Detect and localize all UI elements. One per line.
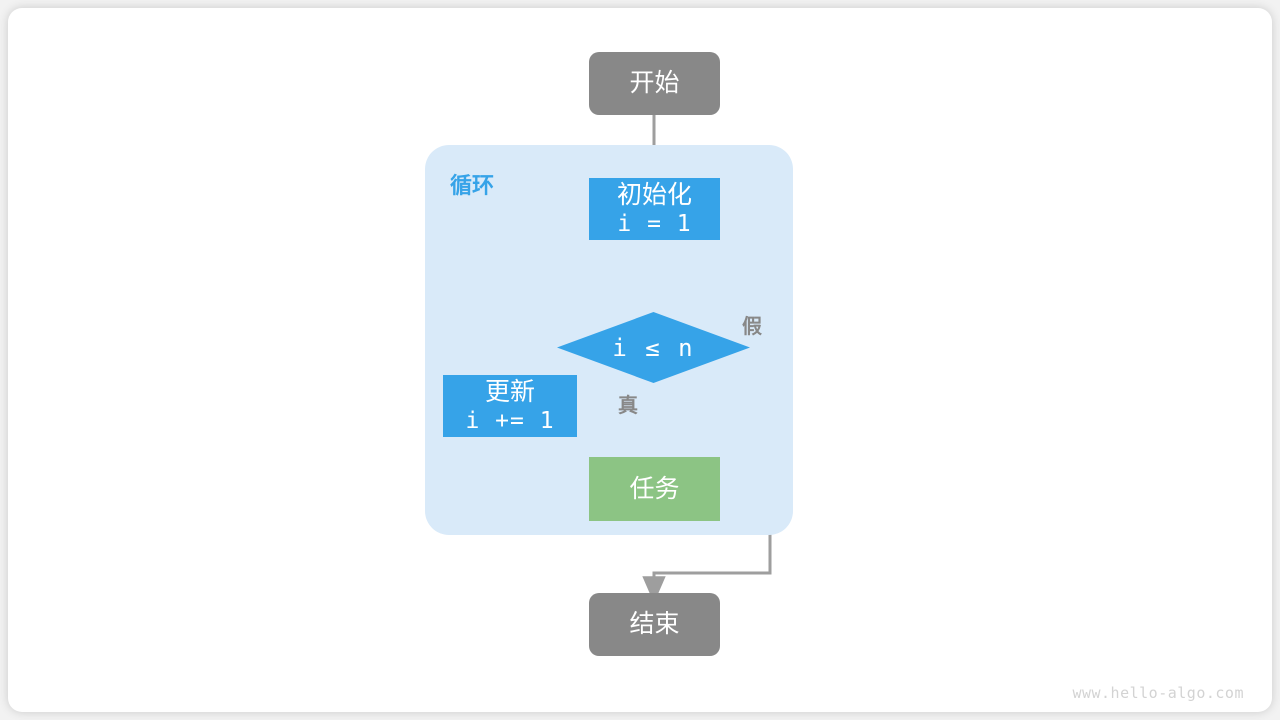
- node-update-line1: 更新: [484, 377, 535, 406]
- node-condition[interactable]: i ≤ n: [557, 312, 750, 383]
- edge-label-true: 真: [618, 395, 638, 417]
- node-condition-label: i ≤ n: [612, 333, 695, 362]
- node-task-label: 任务: [629, 474, 680, 503]
- watermark: www.hello-algo.com: [1072, 684, 1244, 702]
- edge-label-false: 假: [742, 316, 762, 338]
- node-end[interactable]: 结束: [589, 593, 720, 656]
- node-init[interactable]: 初始化 i = 1: [589, 178, 720, 240]
- node-update[interactable]: 更新 i += 1: [443, 375, 577, 437]
- node-update-line2: i += 1: [465, 408, 555, 435]
- loop-container-label: 循环: [450, 173, 495, 198]
- node-start[interactable]: 开始: [589, 52, 720, 115]
- node-init-line1: 初始化: [616, 180, 692, 209]
- node-task[interactable]: 任务: [589, 457, 720, 521]
- node-end-label: 结束: [629, 610, 680, 639]
- diamond-shape: [557, 312, 750, 383]
- node-start-label: 开始: [629, 69, 680, 98]
- node-init-line2: i = 1: [617, 211, 692, 238]
